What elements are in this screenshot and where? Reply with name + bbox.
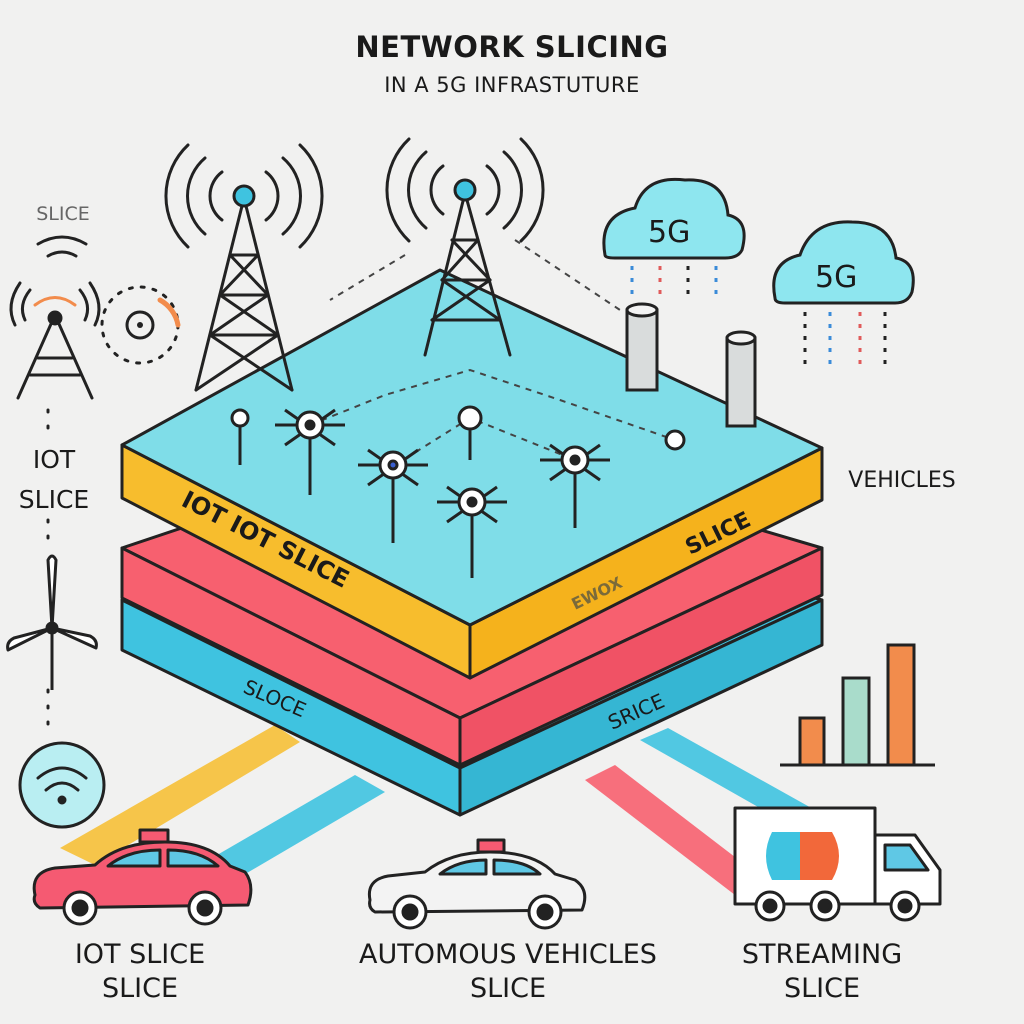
slice-ribbons [60,725,815,895]
cloud-5g-label: 5G [648,215,690,250]
signal-icon [18,741,106,829]
iot-slice-caption: IOT SLICE SLICE [40,938,240,1006]
autonomous-caption-line2: SLICE [469,973,547,1004]
autonomous-vehicles-caption: AUTOMOUS VEHICLES SLICE [318,938,698,1006]
bar [798,716,826,767]
iot-caption-line2: SLICE [101,973,179,1004]
cloud-5g-1 [602,177,746,300]
iot-node [457,405,483,460]
streaming-caption-line1: STREAMING [741,939,903,970]
iot-side-line1: IOT [32,445,76,474]
iot-node [230,408,250,465]
iot-node [358,448,428,543]
server-cylinder [625,308,659,392]
streaming-caption-line2: SLICE [783,973,861,1004]
iot-nodes [230,405,686,578]
iot-slice-side-label: IOT SLICE [4,440,104,520]
cloud-5g-label: 5G [815,260,857,295]
streaming-truck-icon [733,806,942,922]
iot-caption-line1: IOT SLICE [74,939,206,970]
wind-turbine-icon [6,554,98,690]
bar [886,643,916,767]
iot-node [437,485,507,578]
antenna-icon [9,281,101,400]
sensor-icon [100,285,181,365]
bar [841,676,871,767]
iot-node [275,408,345,495]
red-slice-front-right [458,546,824,767]
ribbon-blue-right [640,728,815,825]
autonomous-caption-line1: AUTOMOUS VEHICLES [359,939,657,970]
red-car-icon [32,828,253,926]
ribbon-red [585,765,765,895]
blue-slice-front-right [458,598,824,817]
iot-side-line2: SLICE [18,485,90,514]
ribbon-yellow [60,725,300,865]
cell-tower-right [385,137,545,357]
wifi-icon [36,235,88,258]
cell-tower-left [164,143,324,392]
cloud-5g-2 [772,220,915,370]
streaming-slice-caption: STREAMING SLICE [712,938,932,1006]
bar-chart-icon [780,643,935,767]
top-slab [120,268,824,627]
page-subtitle: IN A 5G INFRASTUTURE [384,73,640,97]
server-cylinder [725,336,757,428]
page-title: NETWORK SLICING [355,30,669,64]
iot-node [540,443,610,528]
ribbon-blue-left [205,775,385,880]
iot-node [664,429,686,451]
vehicles-label: VEHICLES [848,468,956,493]
autonomous-car-icon [367,838,587,930]
server-cylinders [625,302,757,428]
side-slice-label: SLICE [36,203,90,225]
